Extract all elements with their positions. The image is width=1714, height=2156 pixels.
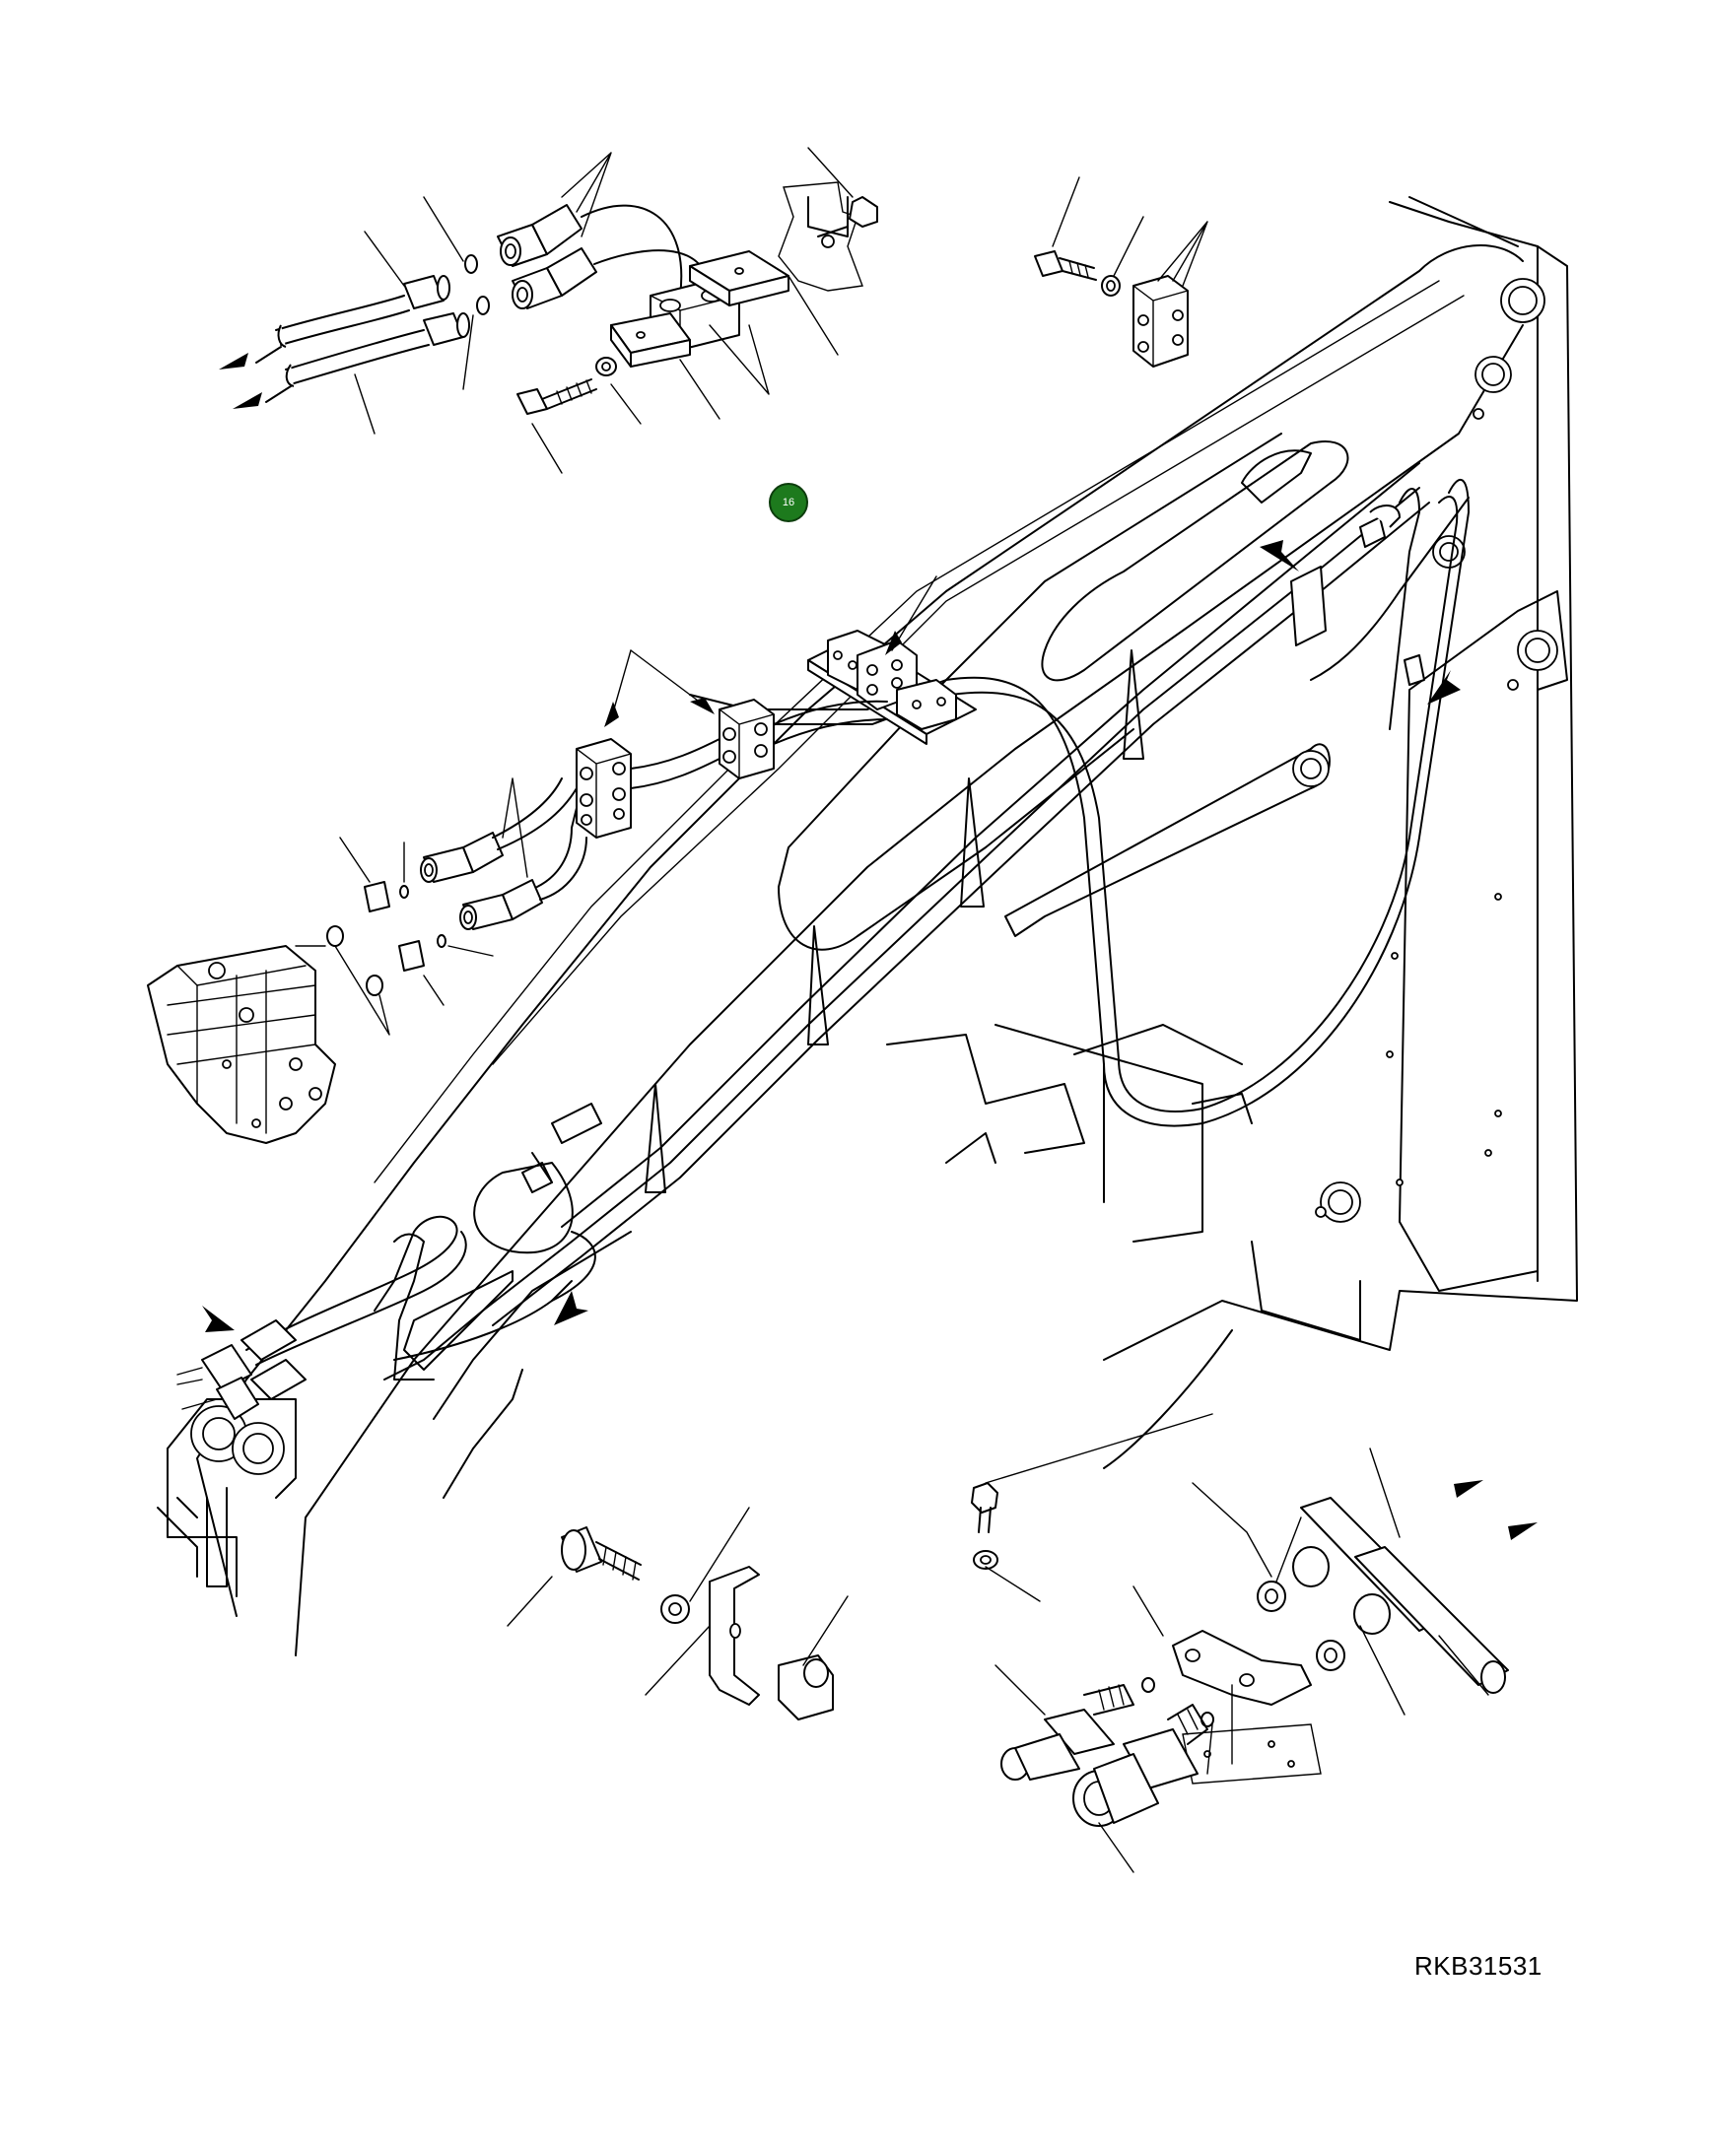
bracket-exploded-view	[507, 1507, 849, 1720]
center-clamp-blocks	[576, 575, 977, 839]
valve-fittings-detail	[147, 777, 587, 1144]
flow-arrow-icon	[202, 540, 1461, 1332]
hose-clamp-exploded-view	[219, 147, 878, 474]
callout-marker-icon[interactable]: 16	[769, 483, 808, 522]
loader-arm	[157, 196, 1578, 1656]
drawing-code: RKB31531	[1414, 1951, 1543, 1981]
quick-coupler-exploded-view	[971, 1413, 1538, 1873]
hydraulic-hoses	[176, 462, 1470, 1420]
bolt-clamp-detail	[1034, 176, 1208, 368]
